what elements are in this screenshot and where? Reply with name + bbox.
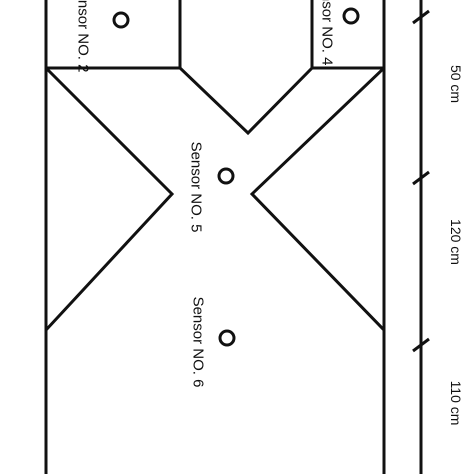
sensor-6-marker <box>218 329 236 347</box>
sensor-5-label: Sensor NO. 5 <box>187 141 205 233</box>
dimension-label-120: 120 cm <box>448 219 464 265</box>
sensor-4-marker <box>342 7 360 25</box>
dimension-tick-1 <box>412 9 430 25</box>
upper-guide <box>178 0 314 136</box>
dimension-label-50: 50 cm <box>448 64 464 104</box>
sensor-2-label: Sensor NO. 2 <box>74 0 92 73</box>
dimension-label-110: 110 cm <box>448 380 464 426</box>
sensor-6-label: Sensor NO. 6 <box>189 296 207 388</box>
sensor-5-marker <box>217 167 235 185</box>
right-wedge <box>249 66 386 332</box>
dimension-tick-3 <box>412 337 430 353</box>
left-wedge <box>44 66 175 332</box>
sensor-4-label: Sensor NO. 4 <box>318 0 336 66</box>
dimension-tick-2 <box>412 170 430 186</box>
sensor-2-marker <box>112 11 130 29</box>
